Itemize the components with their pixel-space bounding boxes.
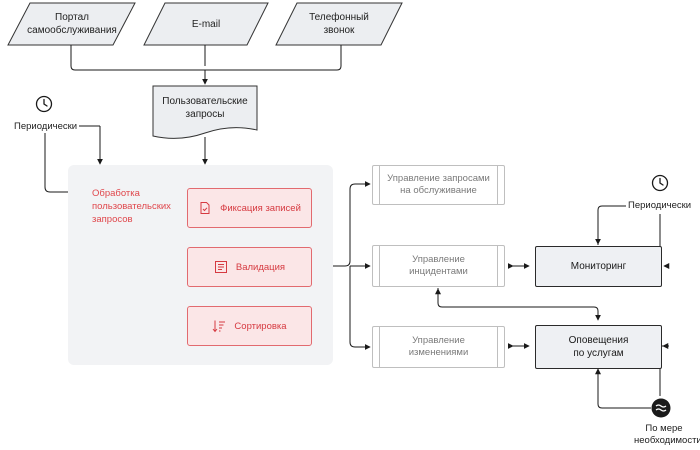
change-management-box[interactable]: Управление изменениями [372,326,505,368]
source-portal-label: Портал самообслуживания [27,12,117,36]
step-record-fixation[interactable]: Фиксация записей [187,188,312,228]
service-requests-box[interactable]: Управление запросами на обслуживание [372,165,505,205]
periodic-left-label: Периодически [12,121,80,133]
step-record-fixation-label: Фиксация записей [220,202,301,214]
monitoring-box[interactable]: Мониторинг [535,246,662,287]
step-sorting[interactable]: Сортировка [187,306,312,346]
step-validation[interactable]: Валидация [187,247,312,287]
clock-icon-right [651,174,669,192]
requests-document-label: Пользовательские запросы [162,96,248,120]
incident-management-box[interactable]: Управление инцидентами [372,245,505,287]
connector-processing-fanout [333,183,368,348]
source-phone-label: Телефонный звонок [309,12,369,36]
step-validation-label: Валидация [235,261,286,273]
waves-icon [651,398,671,418]
clock-icon [35,95,53,113]
step-sorting-label: Сортировка [234,320,287,332]
list-icon [214,260,228,274]
source-email-label: E-mail [191,18,221,30]
connector-sources-merge [70,45,342,71]
service-notifications-box[interactable]: Оповещения по услугам [535,325,662,369]
document-check-icon [198,201,212,215]
sort-icon [212,319,226,333]
connector-incidents-notifications [437,288,601,321]
on-demand-label: По мере необходимости [634,423,700,446]
processing-title: Обработка пользовательских запросов [92,188,171,225]
periodic-right-label: Периодически [627,200,693,212]
